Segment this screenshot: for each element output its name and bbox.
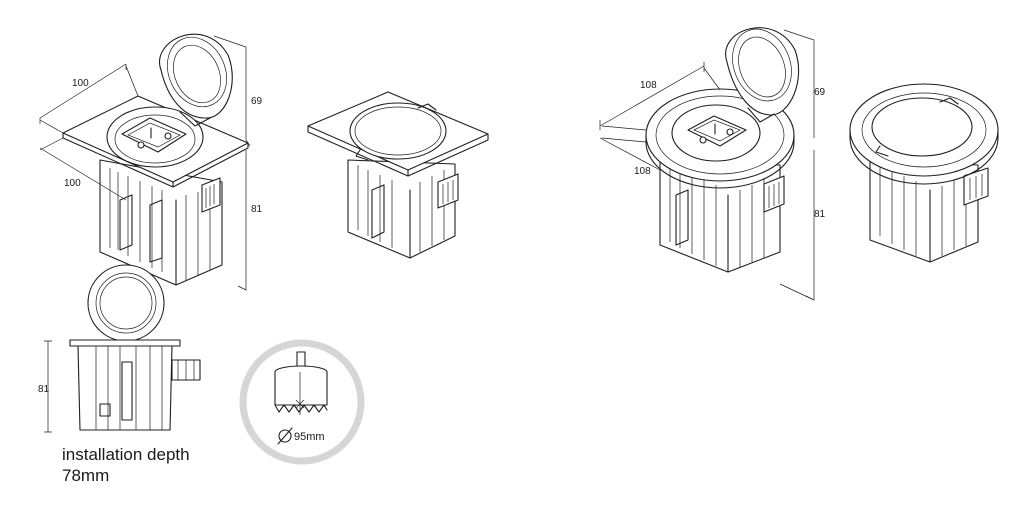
side-height-label: 81	[38, 384, 50, 395]
hole-saw-diameter-label: 95mm	[294, 431, 325, 443]
side-view-drawing: 81	[38, 264, 201, 433]
round-width-label: 108	[640, 80, 657, 91]
round-depth-label: 108	[634, 166, 651, 177]
square-width-label: 100	[72, 78, 89, 89]
round-body-height-label: 81	[814, 209, 826, 220]
installation-depth-caption: installation depth 78mm	[62, 444, 190, 486]
round-socket-closed-drawing	[849, 83, 999, 263]
square-depth-label: 100	[64, 178, 81, 189]
square-socket-closed-drawing	[307, 91, 489, 259]
caption-line-1: installation depth	[62, 445, 190, 464]
hole-saw-badge: 95mm	[239, 339, 365, 465]
square-body-height-label: 81	[251, 204, 263, 215]
square-socket-open-drawing: 100 100 69 81	[39, 33, 263, 291]
round-socket-open-drawing: 108 108 69 81	[599, 27, 826, 301]
round-lid-height-label: 69	[814, 87, 826, 98]
square-lid-height-label: 69	[251, 96, 263, 107]
hole-saw-icon	[274, 351, 328, 415]
caption-line-2: 78mm	[62, 466, 110, 485]
diameter-symbol-icon	[277, 427, 293, 445]
